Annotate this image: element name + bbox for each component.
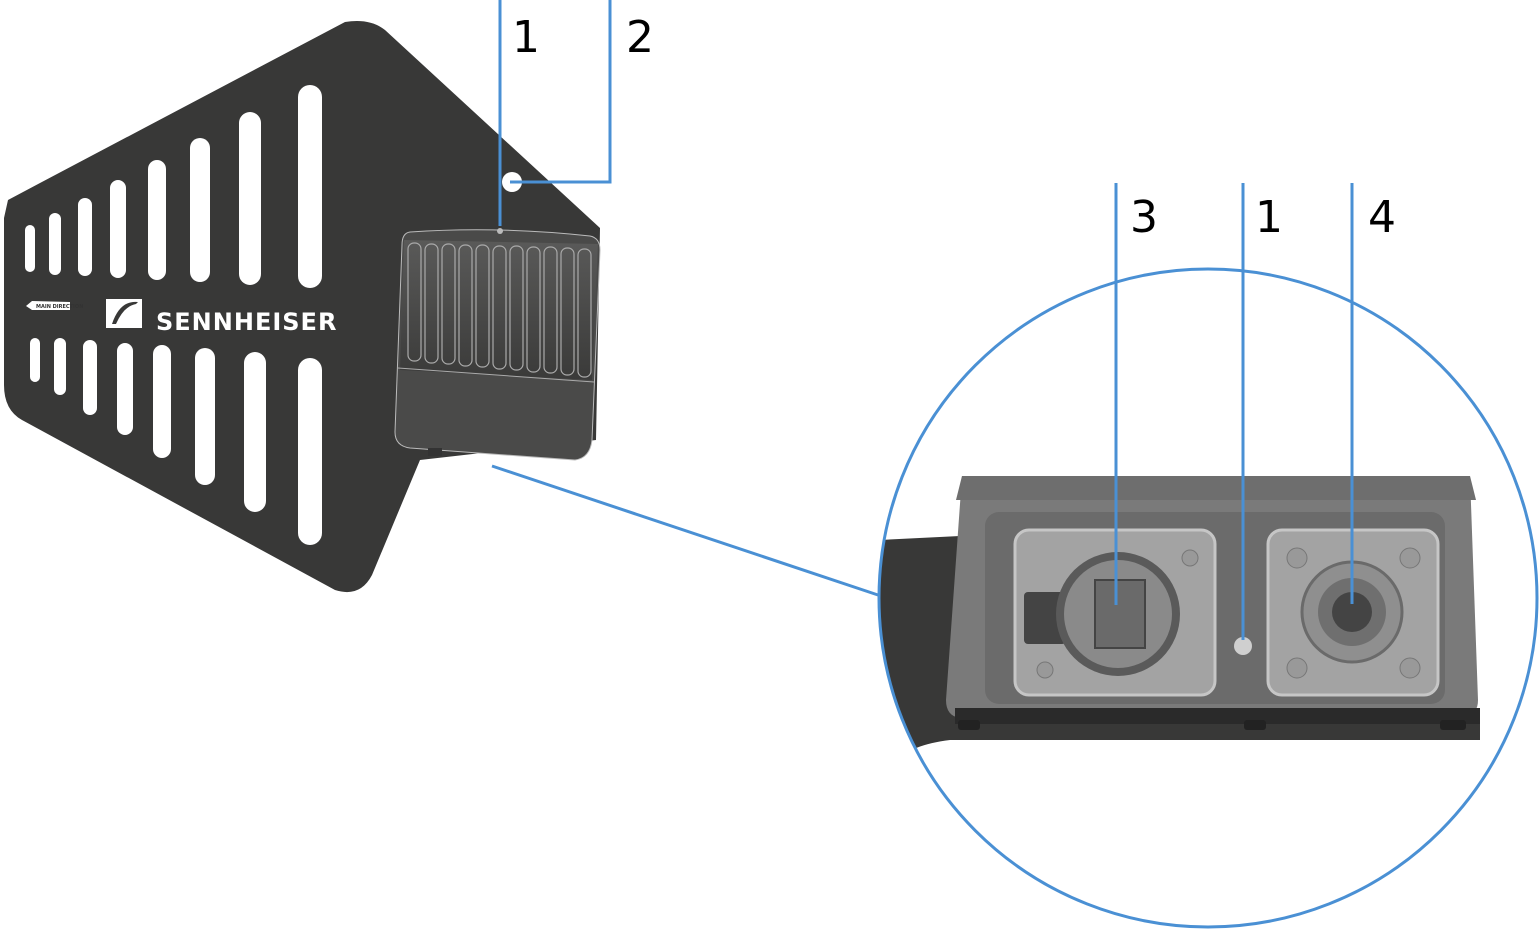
callout-2: 2 <box>626 12 654 63</box>
detail-view <box>879 476 1480 760</box>
detail-circle <box>877 267 1539 929</box>
callout-3: 3 <box>1130 192 1158 243</box>
antenna-board: MAIN DIRECTION SENNHEISER <box>4 21 600 593</box>
callout-lines <box>491 0 1354 640</box>
callout-1-detail: 1 <box>1255 192 1283 243</box>
led-indicator-top <box>497 228 503 234</box>
antenna-connector <box>1266 528 1440 697</box>
callout-1: 1 <box>512 12 540 63</box>
antenna-module <box>394 228 601 461</box>
cooling-fins <box>407 242 592 378</box>
network-connector <box>1013 528 1217 697</box>
svg-text:SENNHEISER: SENNHEISER <box>156 308 337 336</box>
main-direction-label: MAIN DIRECTION <box>26 301 83 310</box>
sennheiser-logo: SENNHEISER <box>106 299 337 336</box>
antenna-slots <box>25 85 322 545</box>
svg-text:MAIN DIRECTION: MAIN DIRECTION <box>36 304 83 310</box>
led-indicator-detail <box>1234 637 1252 655</box>
callout-4: 4 <box>1368 192 1396 243</box>
